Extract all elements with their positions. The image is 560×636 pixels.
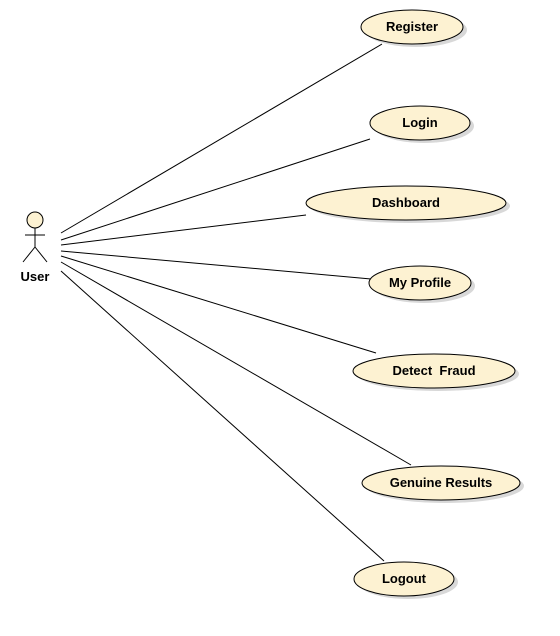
use-case-label: Dashboard [372, 195, 440, 210]
use-case-my-profile[interactable]: My Profile [368, 265, 475, 303]
use-case-label: Logout [382, 571, 427, 586]
use-case-register[interactable]: Register [360, 9, 467, 47]
use-case-login[interactable]: Login [369, 105, 474, 143]
use-case-detect-fraud[interactable]: Detect Fraud [352, 353, 519, 391]
use-case-ellipse [305, 185, 507, 221]
use-case-label: My Profile [389, 275, 451, 290]
use-case-label: Genuine Results [390, 475, 493, 490]
actor-stick-figure-icon [22, 211, 48, 263]
actor-user[interactable]: User [21, 211, 50, 284]
association-detect-fraud [60, 255, 377, 354]
use-case-ellipse [368, 265, 472, 301]
use-case-label: Detect Fraud [392, 363, 475, 378]
use-case-label: Login [402, 115, 437, 130]
associations [60, 43, 412, 562]
association-register [60, 43, 383, 234]
association-logout [60, 270, 385, 562]
association-my-profile [60, 250, 372, 280]
use-case-label: Register [386, 19, 438, 34]
use-case-ellipse [353, 561, 455, 597]
use-case-dashboard[interactable]: Dashboard [305, 185, 510, 223]
use-case-logout[interactable]: Logout [353, 561, 458, 599]
association-login [60, 138, 371, 241]
use-case-ellipse [369, 105, 471, 141]
use-case-ellipse [352, 353, 516, 389]
actor-label: User [21, 269, 50, 284]
use-case-genuine-results[interactable]: Genuine Results [361, 465, 524, 503]
association-genuine-results [60, 261, 412, 466]
association-dashboard [60, 214, 307, 246]
use-case-ellipse [361, 465, 521, 501]
use-case-ellipse [360, 9, 464, 45]
